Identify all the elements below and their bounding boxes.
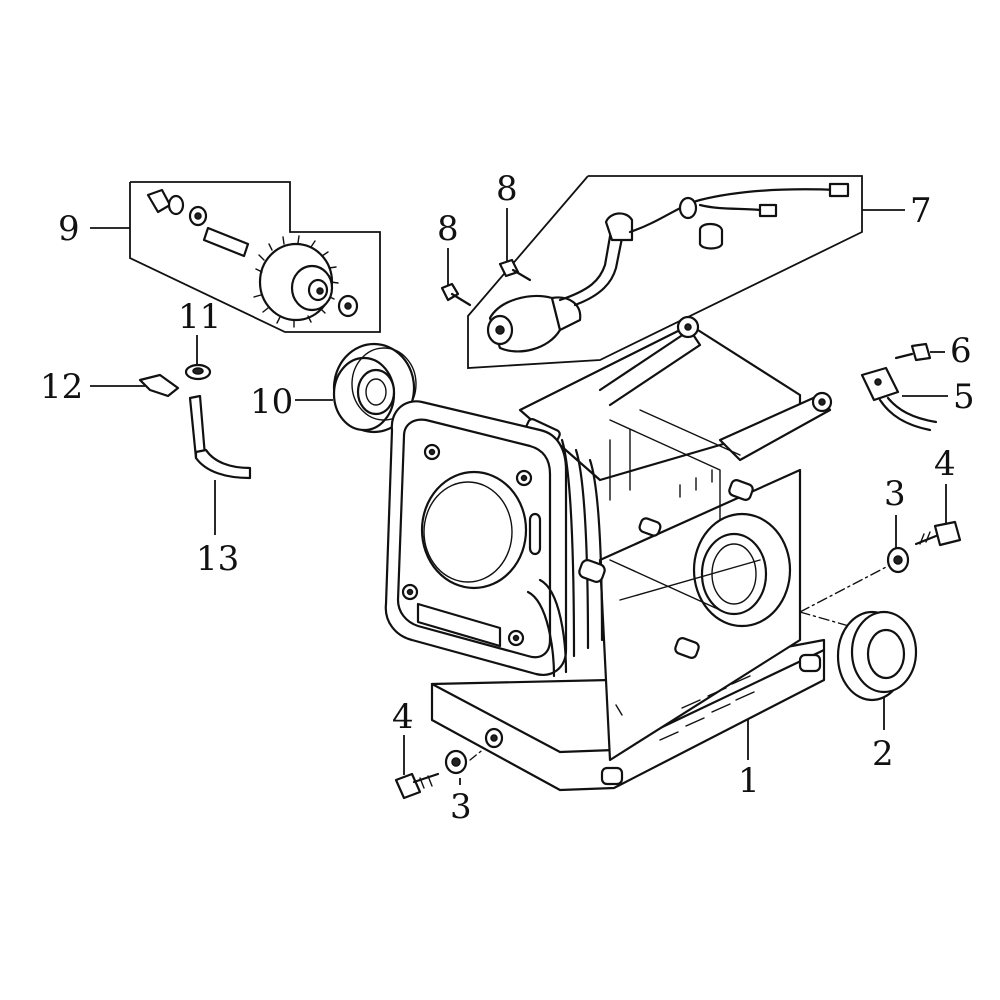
callout-4-right: 4 [934, 444, 956, 484]
governor-gear-group [129, 181, 381, 333]
callout-10: 10 [250, 382, 293, 422]
governor-shaft [202, 226, 250, 258]
callout-3-bottom: 3 [450, 787, 472, 827]
bolt-4-bottom [394, 772, 440, 800]
oil-seal-2 [836, 610, 918, 702]
callout-13: 13 [196, 539, 239, 579]
governor-washer [167, 194, 185, 216]
callout-4-bottom: 4 [392, 697, 414, 737]
clip-12 [138, 373, 180, 398]
bolt-8-left [440, 282, 472, 307]
callout-11: 11 [178, 297, 221, 337]
washer-3-bottom [444, 749, 468, 775]
bolt-6 [894, 342, 932, 362]
callout-1: 1 [738, 761, 760, 801]
ball-bearing-10 [332, 342, 417, 434]
grommet [698, 222, 724, 250]
governor-pin [146, 188, 172, 214]
callout-5: 5 [953, 377, 975, 417]
governor-gear [253, 235, 339, 328]
oil-sensor-grommet [604, 212, 634, 242]
callout-3-right: 3 [884, 474, 906, 514]
governor-arm-13 [188, 394, 252, 480]
callout-8-left: 8 [437, 209, 459, 249]
callout-12: 12 [40, 367, 83, 407]
leader-lines [90, 208, 948, 785]
bolt-4-right [914, 520, 962, 547]
callout-9: 9 [58, 209, 80, 249]
callout-6: 6 [950, 331, 972, 371]
crankcase-1 [384, 315, 833, 792]
oil-sensor-group [467, 175, 863, 369]
ignition-coil-5 [860, 366, 938, 432]
callout-8-top: 8 [496, 169, 518, 209]
callout-7: 7 [910, 191, 932, 231]
bolt-8-top [498, 258, 532, 282]
callout-2: 2 [872, 734, 894, 774]
washer-3-right [886, 546, 910, 574]
